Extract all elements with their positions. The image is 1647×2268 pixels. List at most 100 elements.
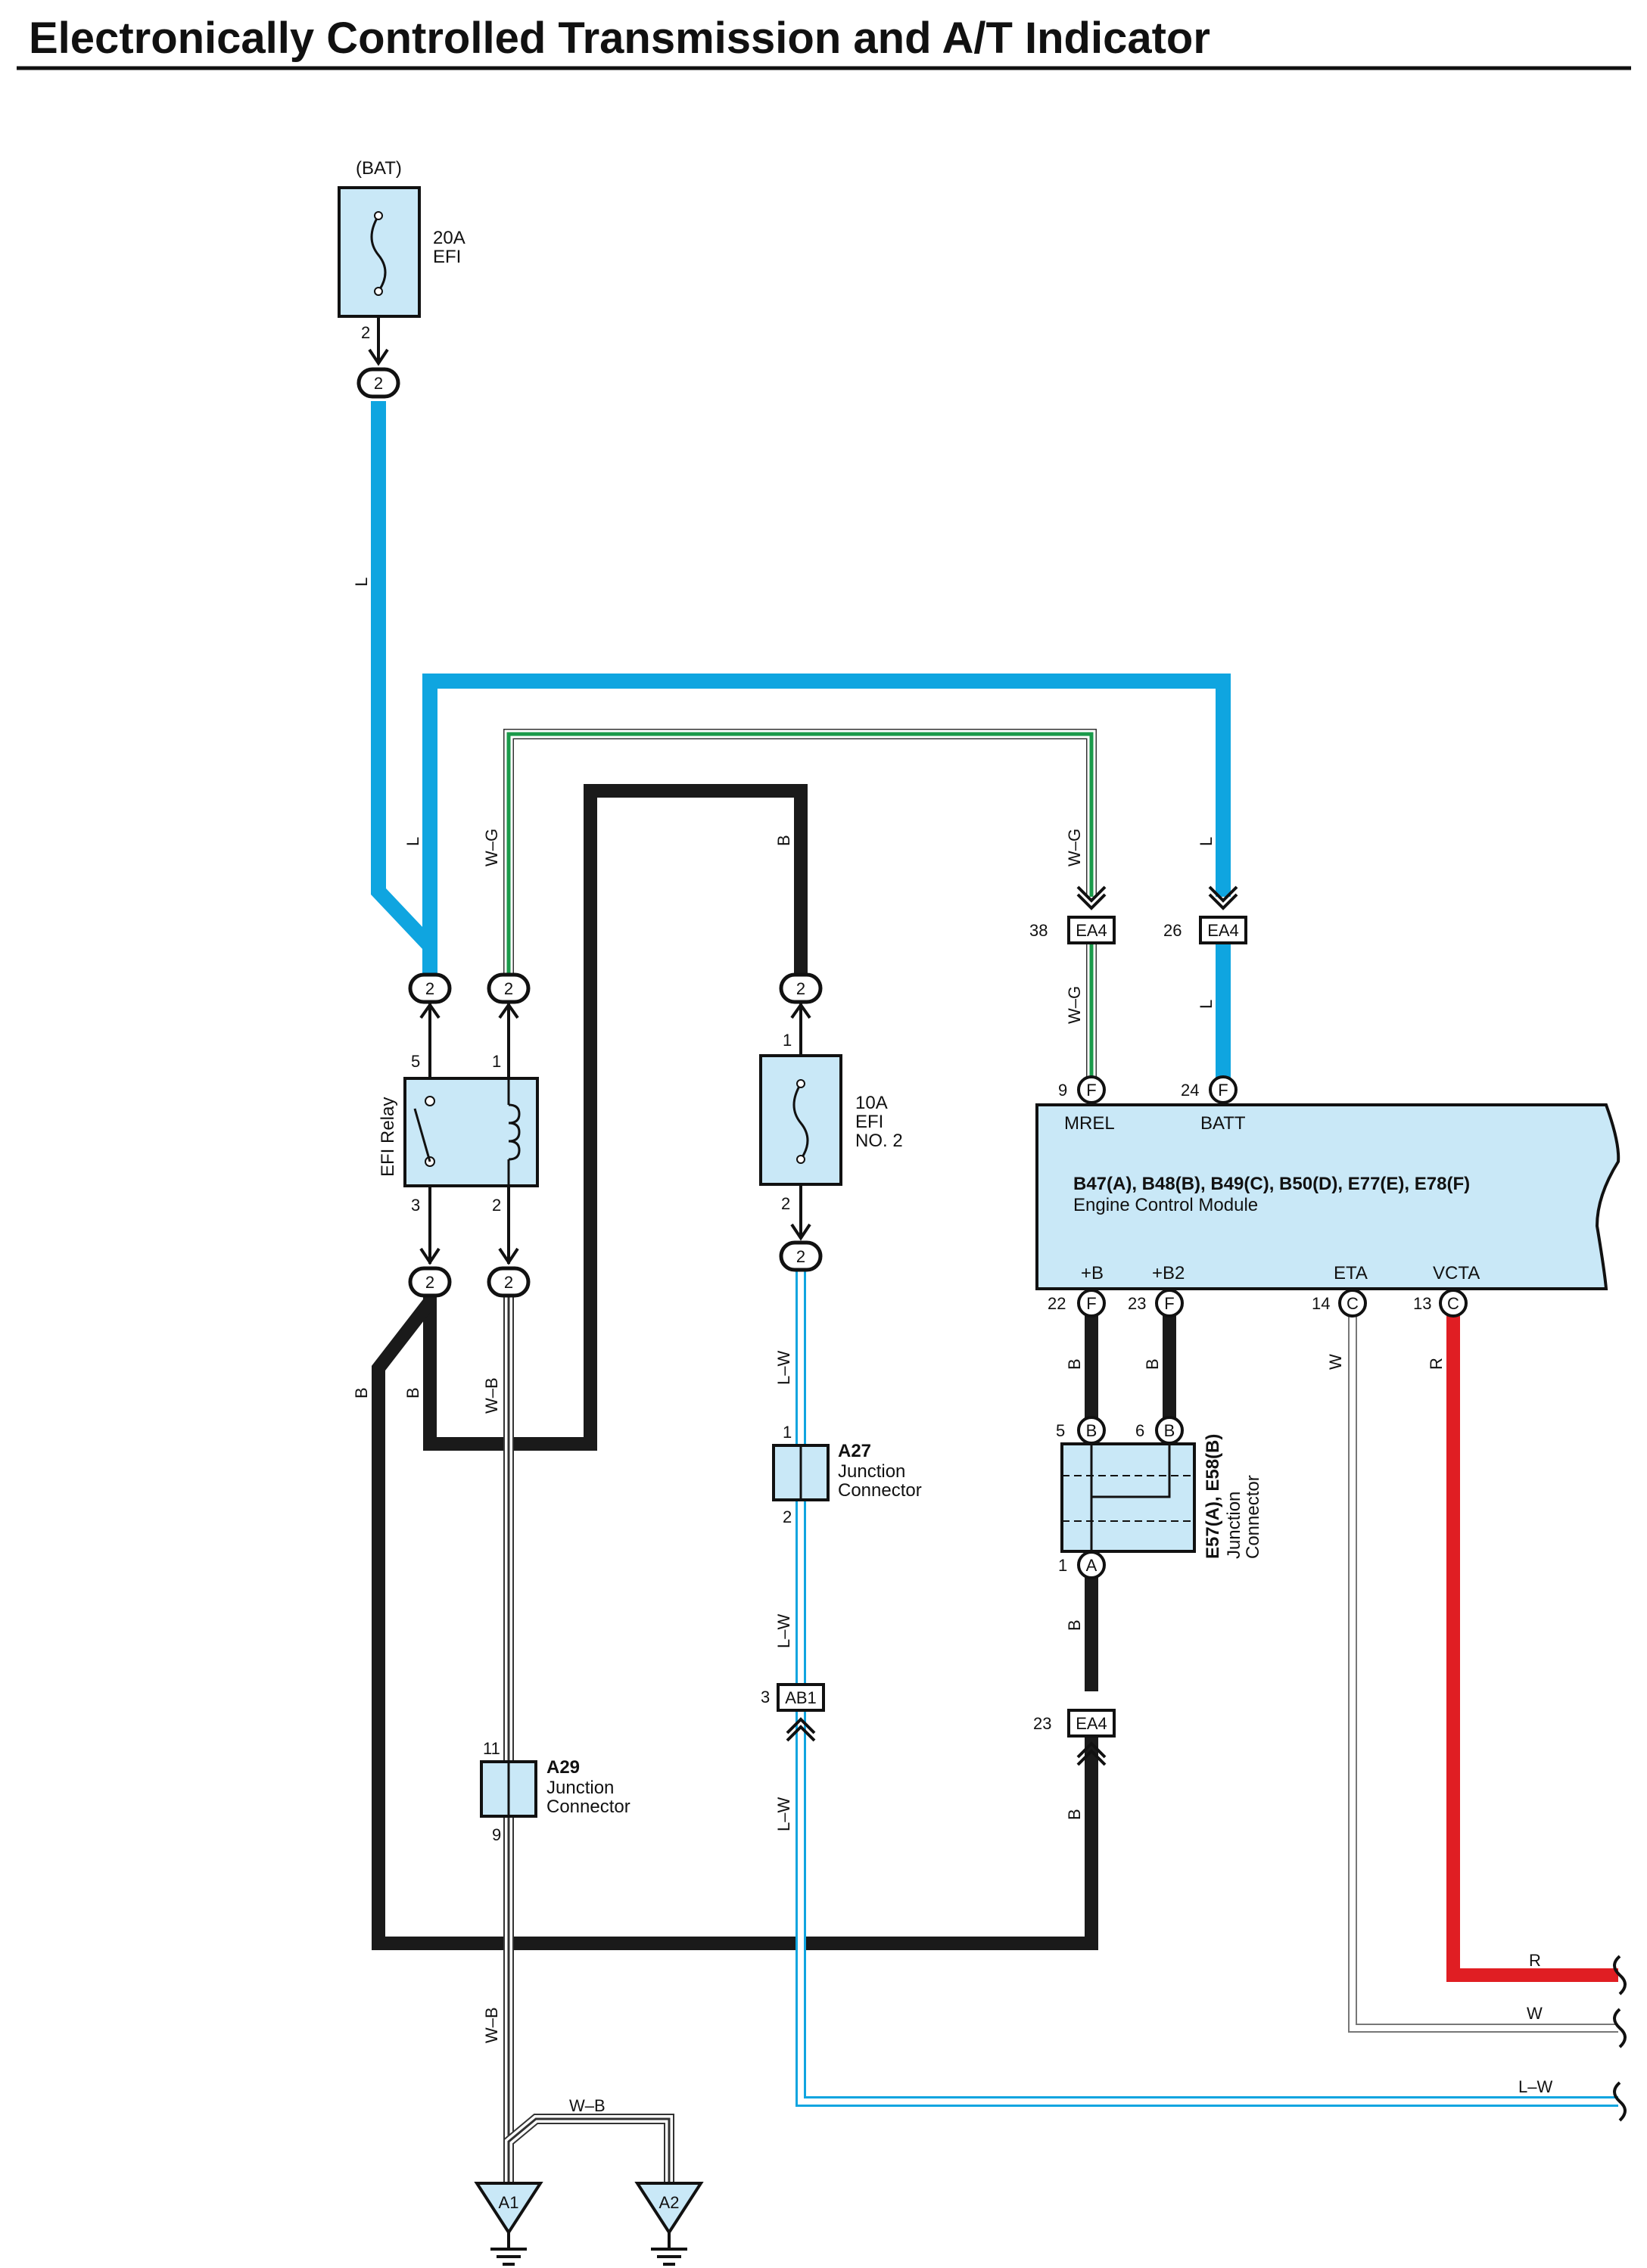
e57-conn-b-text: B [1164,1421,1175,1440]
efi-relay-connector-text: 2 [425,979,434,998]
fuse-icon [792,1083,809,1160]
fuse-efi-connector-text: 2 [374,374,383,393]
ea4-38-name-text: EA4 [1076,921,1107,940]
arrow-down-icon [368,348,389,366]
arrow-up-icon [498,1002,519,1019]
junction-a29: 11 9 A29 Junction Connector [480,1739,630,1844]
wire-labels-wg-right-mid-text: W–G [1065,986,1084,1024]
arrow-up-icon [419,1002,441,1019]
arrow-down-icon [498,1247,519,1265]
e57-ids-text: E57(A), E58(B) [1203,1434,1223,1559]
wire-labels-b-top-text: B [774,835,793,846]
wire-labels-l-mid-text: L [403,837,422,846]
ecm-bottom-pins-1-num-text: 23 [1128,1294,1146,1313]
wire-labels: L L W–G B W–G L W–G L B B W–B L–W L–W L–… [352,577,1552,2115]
ecm-bottom-pins-2-label-text: ETA [1334,1263,1368,1283]
efi-relay-connector-text: 2 [504,1273,513,1292]
e57-pin6-text: 6 [1135,1421,1144,1440]
ecm-bottom-pins-3-num-text: 13 [1413,1294,1431,1313]
ecm-bottom-pins-2-conn-text: C [1347,1294,1359,1313]
wire-labels-r-end-text: R [1529,1951,1541,1970]
ecm-bottom-pins-2-num-text: 14 [1312,1294,1330,1313]
page-title: Electronically Controlled Transmission a… [29,14,1210,63]
wire-labels-b-left-inner-text: B [403,1387,422,1398]
ecm-top-pins-0-conn-text: F [1086,1081,1096,1100]
fuse-efi: (BAT) 20A EFI 2 2 [338,158,465,399]
wire-labels-lw-1-text: L–W [774,1351,793,1385]
efi-relay-body [403,1077,539,1187]
fuse-efi2-rating-text: 10A [855,1093,888,1113]
chevron-down-icon [1076,893,1107,910]
wire-labels-b-left-outer-text: B [352,1387,371,1398]
a27-pin-bottom-text: 2 [783,1507,792,1526]
wire-labels-b-junction-text: B [1065,1619,1084,1631]
e57-line1-text: Junction [1224,1492,1244,1559]
wire-break-marks [1613,1955,1627,2122]
wire-labels-w-eta-text: W [1326,1354,1345,1370]
wire-labels-wb-ground-text: W–B [569,2096,606,2115]
efi-relay: 2 2 5 1 EFI Relay 3 2 2 2 [378,972,539,1298]
wire-w [1348,1313,1618,2033]
ab1-name-text: AB1 [785,1688,817,1707]
a27-pin-top-text: 1 [783,1423,792,1442]
ecm-bottom-pins-0-label-text: +B [1081,1263,1104,1283]
e57-pin5-text: 5 [1056,1421,1065,1440]
wire-labels-b-ecm1-text: B [1065,1358,1084,1370]
a29-id-text: A29 [546,1757,580,1778]
efi-relay-connector-text: 2 [504,979,513,998]
ecm-bottom-pins-1-conn-text: F [1164,1294,1174,1313]
junction-e57-e58: B 5 B 6 A 1 E57(A), E58(B) Junction Conn… [1056,1416,1263,1579]
arrow-up-icon [790,1002,811,1019]
efi-relay-pins-p2-text: 2 [492,1196,501,1215]
ecm-bottom-pins-1-label-text: +B2 [1152,1263,1185,1283]
wire-labels-wg-right-top-text: W–G [1065,829,1084,866]
arrow-down-icon [419,1247,441,1265]
e57-pin1-text: 1 [1058,1556,1067,1575]
wire-labels-l-top-text: L [352,577,371,586]
wire-labels-wb-upper-text: W–B [482,1377,501,1414]
efi-relay-connector-text: 2 [425,1273,434,1292]
ea4-38-pin-text: 38 [1029,921,1048,940]
ecm-bottom-pins-0-conn-text: F [1086,1294,1096,1313]
grounds-a1-text: A1 [499,2193,519,2212]
fuse-efi-source: (BAT) [356,158,402,179]
chevron-down-icon [1208,893,1238,910]
fuse-efi2-pin-in-text: 1 [783,1031,792,1050]
ecm-top-pins-0-num-text: 9 [1058,1081,1067,1100]
wire-lw [795,1270,1618,2107]
fuse-icon [370,215,387,292]
a27-line2-text: Connector [838,1480,922,1501]
wire-b-black [372,784,1176,1950]
ea4-23-pin-text: 23 [1033,1714,1051,1733]
efi-relay-pins-p1-text: 1 [492,1052,501,1071]
a29-pin-top-text: 11 [483,1739,500,1758]
connector-2-fuse [356,367,400,399]
wire-labels-l-right-top-text: L [1197,837,1216,846]
wire-wg [503,729,1097,1086]
efi-relay-label: EFI Relay [378,1097,398,1177]
fuse-efi-body [338,186,421,318]
connector-ab1: 3 AB1 [761,1683,825,1742]
ecm-top-pins-1-num-text: 24 [1181,1081,1199,1100]
ecm-ids: B47(A), B48(B), B49(C), B50(D), E77(E), … [1073,1174,1470,1194]
fuse-efi2-pin-out-text: 2 [781,1194,790,1213]
wire-labels-b-ecm2-text: B [1143,1358,1162,1370]
connector-ea4-38: 38 EA4 [1029,885,1116,944]
wire-labels-w-end-text: W [1527,2004,1543,2023]
ecm-top-pins-0-label-text: MREL [1064,1113,1115,1134]
wire-labels-lw-2-text: L–W [774,1614,793,1648]
relay-switch-icon [413,1108,431,1162]
relay-coil-icon [508,1103,521,1161]
a27-line1-text: Junction [838,1461,905,1482]
e57-line2-text: Connector [1243,1475,1263,1559]
wire-labels-r-vcta-text: R [1427,1358,1446,1370]
ecm-bottom-pins-3-conn-text: C [1447,1294,1459,1313]
chevron-down-icon [1076,885,1107,903]
e57-conn-a-text: A [1086,1556,1097,1575]
ecm-bottom-pins-0-num-text: 22 [1048,1294,1066,1313]
connector-ea4-26: 26 EA4 [1163,885,1247,944]
connector-2-relay-3 [408,1266,452,1298]
chevron-up-icon [1076,1749,1107,1766]
